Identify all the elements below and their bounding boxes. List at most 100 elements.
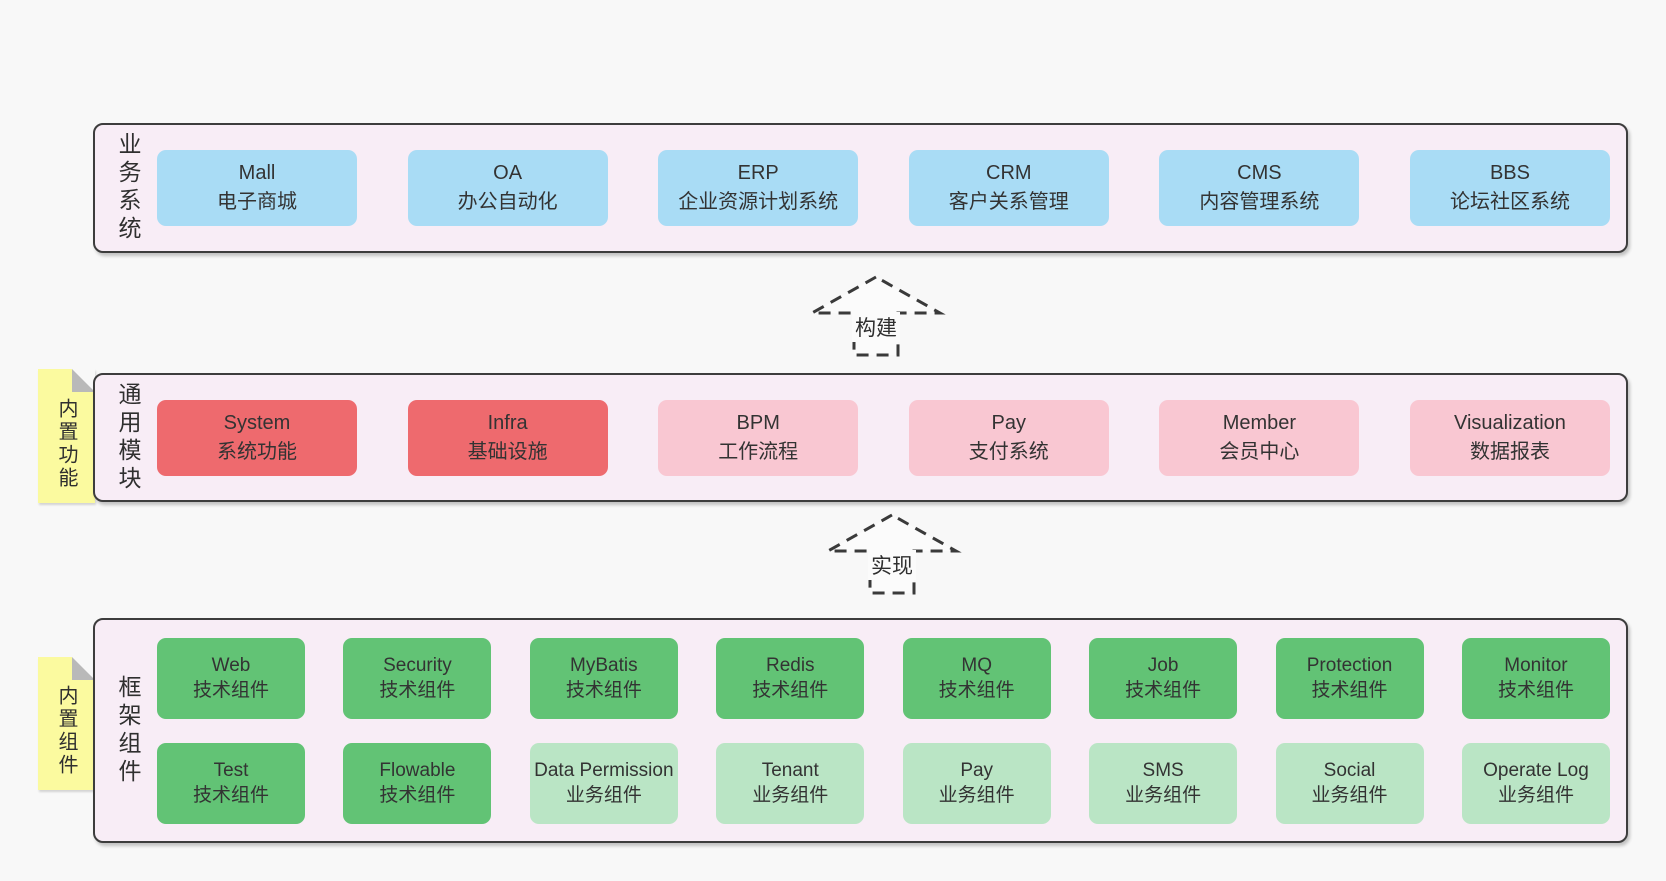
box-subtitle: 支付系统 (968, 440, 1049, 463)
builtin-components-note-label: 内置组件 (55, 685, 77, 778)
box-test: Test 技术组件 (157, 742, 305, 824)
box-title: Protection (1306, 655, 1393, 676)
box-subtitle: 业务组件 (752, 785, 829, 806)
builtin-components-note: 内置组件 (38, 657, 95, 790)
box-subtitle: 技术组件 (1125, 680, 1202, 701)
box-operate-log: Operate Log 业务组件 (1461, 742, 1610, 824)
box-cms: CMS 内容管理系统 (1159, 150, 1360, 226)
box-title: Operate Log (1483, 760, 1589, 781)
box-subtitle: 工作流程 (718, 440, 799, 463)
framework-components-panel: 框架组件 Web 技术组件 Security 技术组件 MyBatis 技术组件… (93, 618, 1628, 843)
box-subtitle: 业务组件 (1497, 785, 1574, 806)
box-data-permission: Data Permission 业务组件 (529, 742, 678, 824)
build-arrow-label: 构建 (852, 311, 900, 342)
box-system: System 系统功能 (157, 399, 357, 476)
box-member: Member 会员中心 (1159, 399, 1360, 476)
box-subtitle: 电子商城 (217, 191, 297, 213)
box-title: MyBatis (570, 655, 638, 676)
box-subtitle: 业务组件 (1125, 785, 1202, 806)
box-infra: Infra 基础设施 (407, 399, 608, 476)
box-erp: ERP 企业资源计划系统 (658, 150, 859, 226)
box-subtitle: 技术组件 (938, 680, 1015, 701)
box-title: Test (213, 760, 249, 781)
box-title: BBS (1489, 162, 1530, 184)
box-protection: Protection 技术组件 (1275, 637, 1424, 719)
box-title: Tenant (761, 760, 819, 781)
implement-arrow: 实现 (822, 511, 962, 597)
box-title: CMS (1237, 162, 1282, 184)
box-monitor: Monitor 技术组件 (1461, 637, 1610, 719)
box-title: Member (1222, 411, 1297, 434)
box-pay-module: Pay 支付系统 (908, 399, 1109, 476)
box-title: Pay (960, 760, 994, 781)
box-mybatis: MyBatis 技术组件 (529, 637, 678, 719)
box-job: Job 技术组件 (1089, 637, 1238, 719)
box-subtitle: 技术组件 (192, 680, 269, 701)
box-subtitle: 客户关系管理 (948, 191, 1069, 213)
box-flowable: Flowable 技术组件 (343, 742, 492, 824)
box-mq: MQ 技术组件 (902, 637, 1051, 719)
box-bbs: BBS 论坛社区系统 (1409, 150, 1610, 226)
box-subtitle: 技术组件 (379, 785, 456, 806)
box-subtitle: 内容管理系统 (1199, 191, 1320, 213)
box-title: Flowable (379, 760, 456, 781)
box-title: Infra (487, 411, 528, 434)
box-title: Monitor (1504, 655, 1568, 676)
box-title: BPM (736, 411, 780, 434)
box-subtitle: 业务组件 (1311, 785, 1388, 806)
box-subtitle: 技术组件 (1497, 680, 1574, 701)
box-title: Data Permission (534, 760, 674, 781)
box-subtitle: 基础设施 (467, 440, 548, 463)
box-subtitle: 技术组件 (1311, 680, 1388, 701)
box-title: Job (1147, 655, 1179, 676)
business-systems-panel: 业务系统 Mall 电子商城 OA 办公自动化 ERP 企业资源计划系统 CRM… (93, 123, 1628, 253)
box-title: ERP (737, 162, 779, 184)
box-title: OA (493, 162, 523, 184)
box-subtitle: 业务组件 (938, 785, 1015, 806)
builtin-features-note: 内置功能 (38, 369, 95, 503)
box-subtitle: 技术组件 (565, 680, 642, 701)
box-title: SMS (1142, 760, 1184, 781)
box-title: Mall (238, 162, 276, 184)
box-title: Security (383, 655, 452, 676)
box-subtitle: 办公自动化 (457, 191, 558, 213)
framework-components-rows: Web 技术组件 Security 技术组件 MyBatis 技术组件 Redi… (157, 620, 1610, 841)
box-web: Web 技术组件 (157, 637, 305, 719)
builtin-features-note-label: 内置功能 (55, 398, 77, 491)
box-title: Pay (991, 411, 1027, 434)
box-bpm: BPM 工作流程 (658, 399, 859, 476)
box-subtitle: 业务组件 (565, 785, 642, 806)
box-title: System (223, 411, 291, 434)
box-subtitle: 数据报表 (1469, 440, 1550, 463)
box-crm: CRM 客户关系管理 (908, 150, 1109, 226)
build-arrow: 构建 (806, 273, 946, 359)
box-title: Social (1323, 760, 1376, 781)
common-modules-panel: 通用模块 System 系统功能 Infra 基础设施 BPM 工作流程 Pay… (93, 373, 1628, 502)
box-subtitle: 技术组件 (752, 680, 829, 701)
box-tenant: Tenant 业务组件 (716, 742, 865, 824)
box-subtitle: 论坛社区系统 (1449, 191, 1570, 213)
implement-arrow-label: 实现 (868, 549, 916, 580)
box-subtitle: 技术组件 (379, 680, 456, 701)
box-security: Security 技术组件 (343, 637, 492, 719)
box-mall: Mall 电子商城 (157, 150, 357, 226)
box-title: Visualization (1454, 411, 1566, 434)
box-subtitle: 技术组件 (192, 785, 269, 806)
tech-components-row: Web 技术组件 Security 技术组件 MyBatis 技术组件 Redi… (157, 637, 1610, 719)
box-title: Redis (765, 655, 815, 676)
business-systems-row: Mall 电子商城 OA 办公自动化 ERP 企业资源计划系统 CRM 客户关系… (157, 125, 1610, 251)
box-subtitle: 企业资源计划系统 (678, 191, 839, 213)
box-title: CRM (986, 162, 1032, 184)
box-oa: OA 办公自动化 (407, 150, 608, 226)
box-title: MQ (961, 655, 992, 676)
box-social: Social 业务组件 (1275, 742, 1424, 824)
business-components-row: Test 技术组件 Flowable 技术组件 Data Permission … (157, 742, 1610, 824)
box-subtitle: 会员中心 (1219, 440, 1300, 463)
box-subtitle: 系统功能 (217, 440, 297, 463)
common-modules-row: System 系统功能 Infra 基础设施 BPM 工作流程 Pay 支付系统… (157, 375, 1610, 500)
box-sms: SMS 业务组件 (1089, 742, 1238, 824)
common-modules-label: 通用模块 (115, 381, 141, 494)
box-visualization: Visualization 数据报表 (1409, 399, 1610, 476)
box-title: Web (211, 655, 251, 676)
framework-components-label: 框架组件 (115, 674, 141, 787)
